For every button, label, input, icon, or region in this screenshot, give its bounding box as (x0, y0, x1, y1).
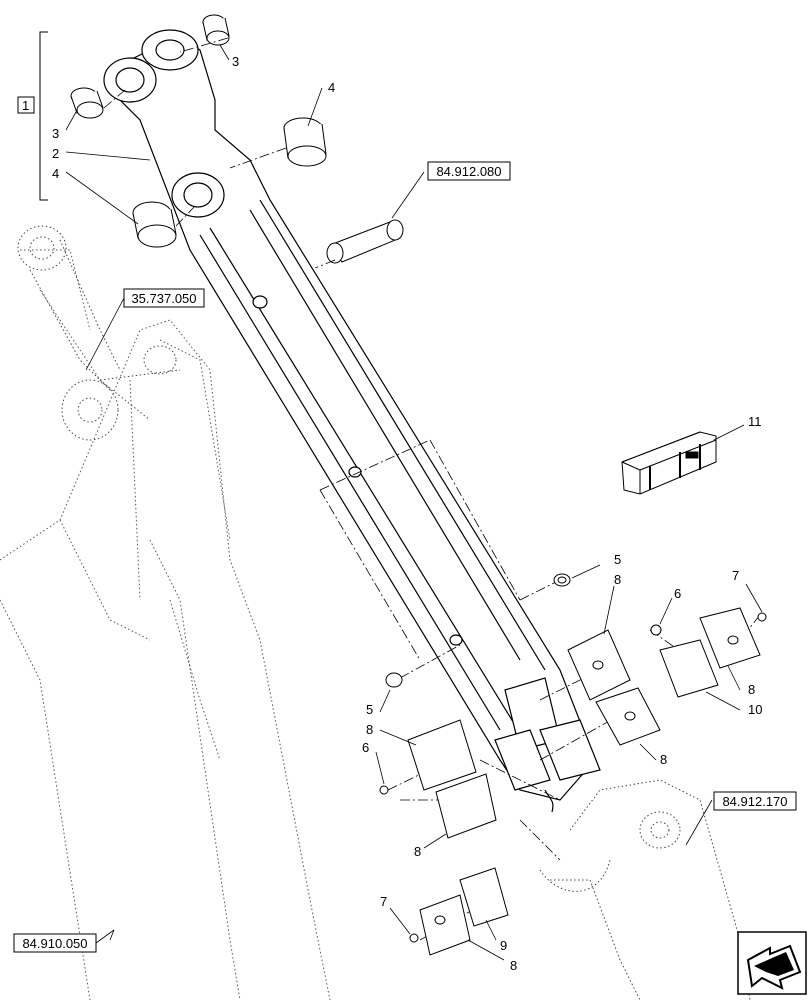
callout-8-b: 8 (748, 682, 755, 697)
wear-plates (407, 607, 761, 956)
callout-2: 2 (52, 146, 59, 161)
group-label: 1 (22, 98, 29, 113)
ref-box-35737050[interactable]: 35.737.050 (123, 288, 205, 308)
group-label-box (17, 96, 35, 114)
ref-label-84912170: 84.912.170 (722, 794, 787, 809)
small-hardware (379, 573, 767, 943)
callout-4-left: 4 (52, 166, 59, 181)
nut-6-left (379, 785, 389, 795)
callout-6-left: 6 (362, 740, 369, 755)
shipping-crate-11 (621, 431, 717, 495)
nut-6-right (650, 624, 662, 636)
callout-6-right: 6 (674, 586, 681, 601)
bolt-7-bottom (409, 933, 419, 943)
callout-7-right: 7 (732, 568, 739, 583)
ref-leader-84910050 (95, 929, 115, 944)
callout-8-e: 8 (414, 844, 421, 859)
wear-plate-8f (419, 894, 471, 956)
wear-plate-8d (407, 719, 477, 791)
callout-9: 9 (500, 938, 507, 953)
ref-label-84912080: 84.912.080 (436, 164, 501, 179)
ref-box-84912080[interactable]: 84.912.080 (427, 161, 511, 181)
bucket-link-background (539, 779, 751, 1001)
callout-8-d: 8 (366, 722, 373, 737)
callout-11: 11 (748, 414, 762, 429)
bolt-7-right (757, 612, 767, 622)
ref-label-35737050: 35.737.050 (131, 291, 196, 306)
hydraulic-cylinder-background (17, 225, 181, 441)
ref-label-84910050: 84.910.050 (22, 936, 87, 951)
shim-10 (659, 639, 719, 698)
bushing-3-top (202, 14, 230, 46)
callout-7-bottom: 7 (380, 894, 387, 909)
wear-plate-8e (435, 773, 497, 839)
pin-84912080 (326, 219, 404, 264)
callout-8-a: 8 (614, 572, 621, 587)
group-bracket (39, 31, 48, 201)
dipper-arm (103, 29, 601, 813)
bushing-3-left (70, 87, 104, 119)
plug-5-left (385, 672, 403, 688)
callout-4-right: 4 (328, 80, 335, 95)
callout-5-right: 5 (614, 552, 621, 567)
shim-9 (459, 867, 509, 927)
callout-3-left: 3 (52, 126, 59, 141)
leader-lines (65, 44, 763, 961)
callout-8-f: 8 (510, 958, 517, 973)
callout-8-c: 8 (660, 752, 667, 767)
callout-5-left: 5 (366, 702, 373, 717)
callout-10: 10 (748, 702, 762, 717)
ref-box-84912170[interactable]: 84.912.170 (713, 791, 797, 811)
bushing-4-left (132, 201, 177, 248)
callout-3-top: 3 (232, 54, 239, 69)
bushing-4-right (283, 117, 327, 167)
next-page-arrow-icon[interactable] (737, 931, 807, 995)
ref-box-84910050[interactable]: 84.910.050 (13, 933, 97, 953)
